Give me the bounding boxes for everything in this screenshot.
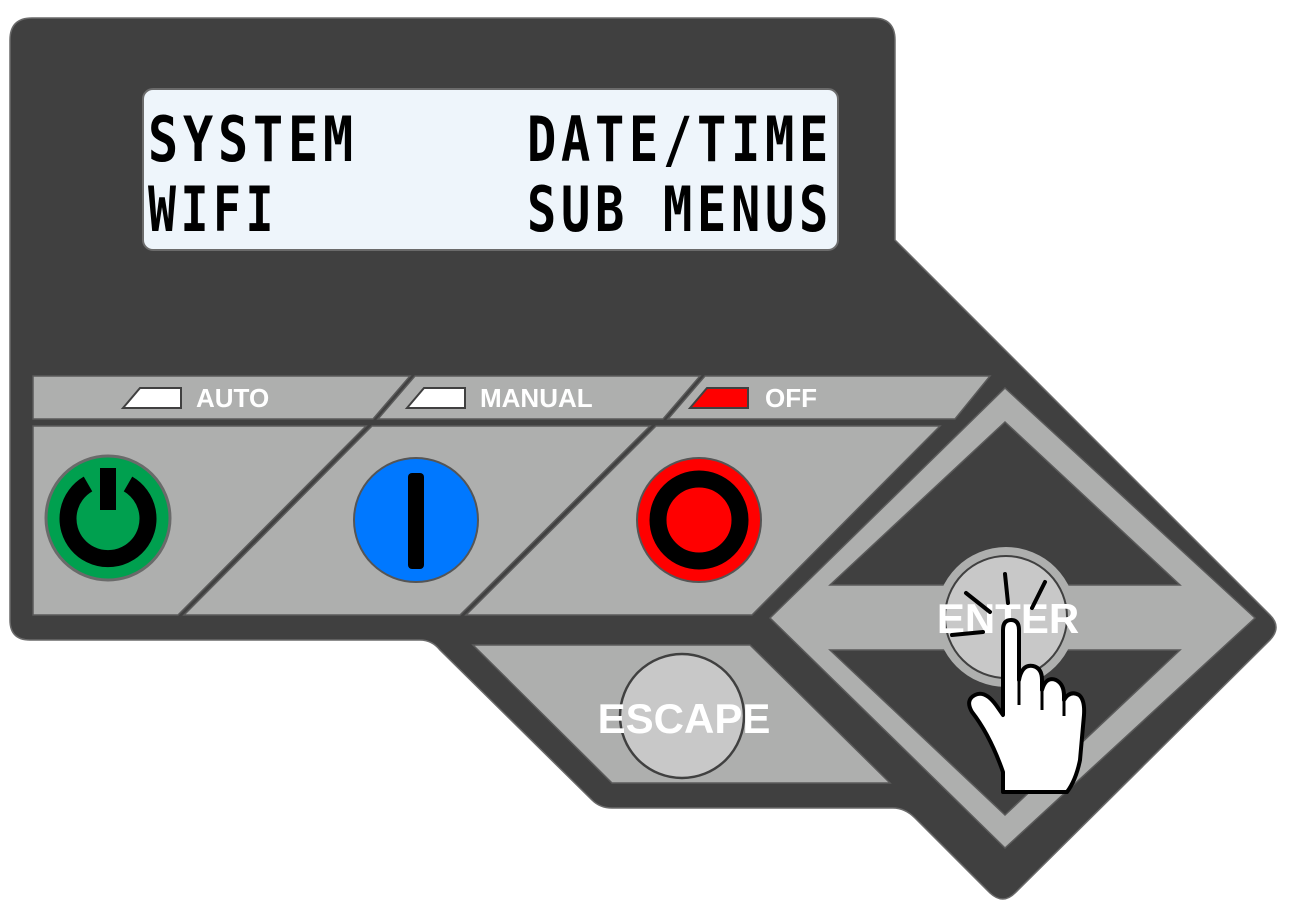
lcd-line1-left: SYSTEM <box>148 103 358 176</box>
off-ring-icon <box>649 470 749 570</box>
escape-button[interactable]: ESCAPE <box>598 652 771 780</box>
off-button[interactable] <box>636 457 762 583</box>
pointing-hand-tap-icon <box>950 572 1087 794</box>
on-bar-icon <box>408 473 424 569</box>
power-icon <box>59 468 157 568</box>
lcd-line2-left: WIFI <box>148 173 278 246</box>
off-indicator-led <box>687 387 749 409</box>
escape-label: ESCAPE <box>598 695 771 742</box>
manual-on-button[interactable] <box>353 457 479 583</box>
lcd-line2-right: SUB MENUS <box>527 173 833 246</box>
mode-label-manual: MANUAL <box>480 383 593 413</box>
auto-indicator-led <box>120 387 182 409</box>
mode-label-off: OFF <box>765 383 817 413</box>
auto-power-button[interactable] <box>44 454 172 582</box>
manual-indicator-led <box>404 387 466 409</box>
mode-label-auto: AUTO <box>196 383 269 413</box>
lcd-line1-right: DATE/TIME <box>527 103 833 176</box>
lcd-screen <box>142 88 839 251</box>
